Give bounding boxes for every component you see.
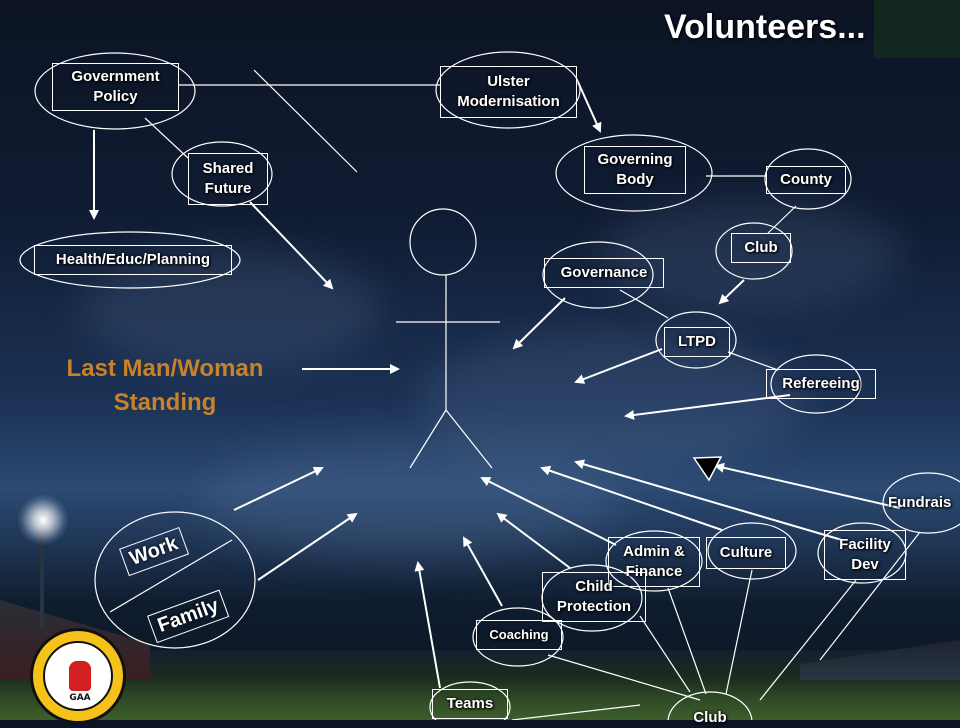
logo-text: GAA (69, 693, 91, 703)
corner-block (874, 0, 960, 58)
node-governing-body: Governing Body (584, 146, 686, 194)
node-teams: Teams (432, 689, 508, 719)
node-fundraising: Fundrais (888, 494, 952, 511)
cloud (200, 440, 620, 560)
floodlight-icon (18, 495, 68, 545)
ellipse-fundraising (882, 472, 960, 534)
ellipse-club-bottom (667, 691, 753, 720)
node-health-educ-planning: Health/Educ/Planning (34, 245, 232, 275)
node-coaching: Coaching (476, 620, 562, 650)
ellipse-ulster-modernisation (435, 51, 581, 129)
node-child-protection: Child Protection (542, 572, 646, 622)
node-culture: Culture (706, 537, 786, 569)
node-county: County (766, 166, 846, 194)
cloud (600, 200, 900, 310)
ellipse-teams (429, 681, 511, 720)
node-ltpd: LTPD (664, 327, 730, 357)
node-ulster-modernisation: Ulster Modernisation (440, 66, 577, 118)
stick-figure-head (409, 208, 477, 276)
node-club-top: Club (731, 233, 791, 263)
ellipse-facility (817, 522, 907, 584)
stadium-ground (0, 650, 960, 720)
node-admin-finance: Admin & Finance (608, 537, 700, 587)
red-hand-icon (69, 661, 91, 691)
ellipse-shared-future (171, 141, 273, 207)
last-man-woman-standing-label: Last Man/Woman Standing (66, 355, 264, 416)
node-refereeing: Refereeing (766, 369, 876, 399)
ellipse-governance (542, 241, 654, 309)
ellipse-ltpd (655, 311, 737, 369)
ellipse-government-policy (34, 52, 196, 130)
slide-title: Volunteers... (664, 8, 866, 46)
floodlight-pole (40, 530, 44, 630)
node-government-policy: Government Policy (52, 63, 179, 111)
ellipse-admin (605, 530, 703, 592)
node-governance: Governance (544, 258, 664, 288)
ellipse-culture (707, 522, 797, 580)
ellipse-club-top (715, 222, 793, 280)
ellipse-health (19, 231, 241, 289)
logo-ring: GAA (43, 641, 113, 711)
ellipse-county (764, 148, 852, 210)
cloud (420, 330, 800, 470)
cloud (80, 250, 380, 370)
node-facility-dev: Facility Dev (824, 530, 906, 580)
ellipse-work-family (94, 511, 256, 649)
node-club-bottom: Club (693, 709, 727, 726)
ellipse-governing-body (555, 134, 713, 212)
ellipse-coaching (472, 607, 564, 667)
ellipse-refereeing (770, 354, 862, 414)
gaa-ulster-logo: GAA (30, 628, 126, 724)
triangle-marker-icon (692, 456, 723, 482)
node-shared-future: Shared Future (188, 153, 268, 205)
